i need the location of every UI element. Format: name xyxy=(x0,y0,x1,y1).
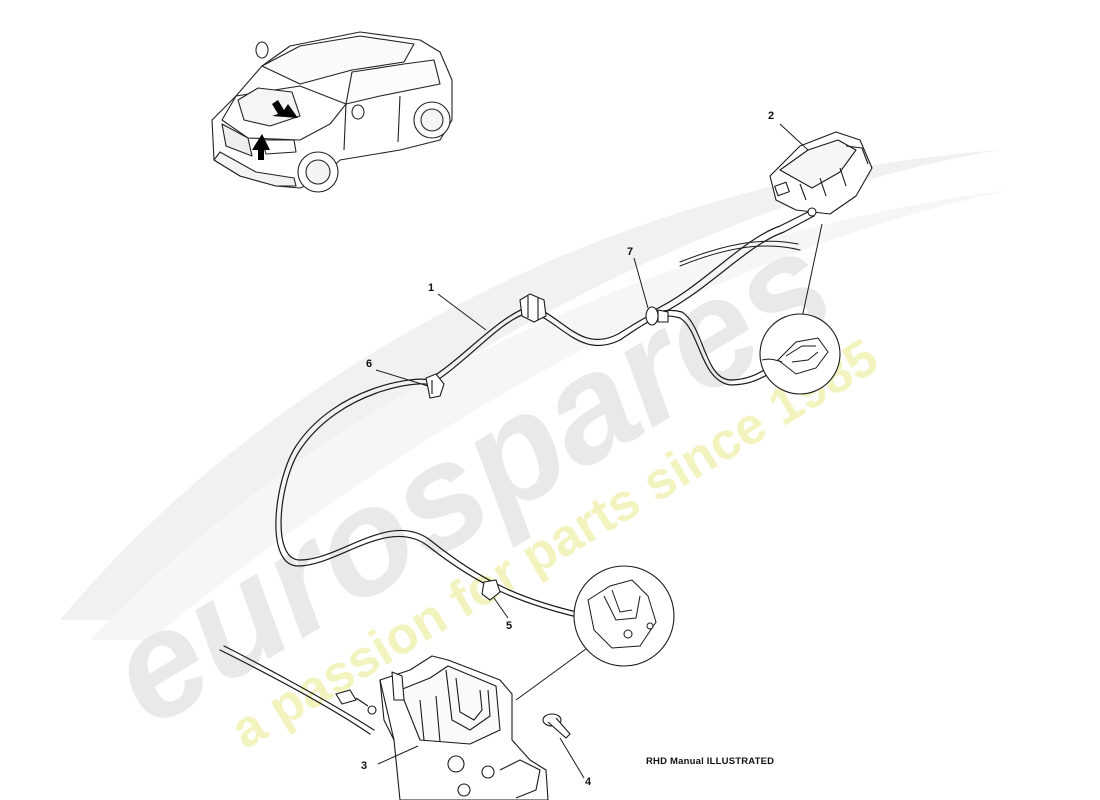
detail-leader-upper xyxy=(801,223,823,319)
diagram-caption: RHD Manual ILLUSTRATED xyxy=(646,756,775,767)
cable-clip-6 xyxy=(425,373,445,399)
callout-4: 4 xyxy=(585,776,592,788)
cable-clip-top xyxy=(519,293,547,323)
callout-3: 3 xyxy=(361,760,368,772)
callout-5: 5 xyxy=(506,620,513,632)
cable-clip-5 xyxy=(481,579,501,601)
detail-circle-lower xyxy=(573,565,675,667)
callout-6: 6 xyxy=(366,358,373,370)
release-handle xyxy=(769,131,873,217)
car-arrow-latch-icon xyxy=(252,134,270,160)
callout-leaders xyxy=(375,123,809,779)
bonnet-latch xyxy=(379,655,549,800)
car-arrow-hood-icon xyxy=(272,100,298,118)
car-illustration xyxy=(211,31,453,193)
detail-circle-upper xyxy=(759,313,841,395)
callout-7: 7 xyxy=(627,246,634,258)
detail-leader-lower xyxy=(515,645,591,701)
latch-bolt xyxy=(542,713,571,739)
cable-grommet-7 xyxy=(645,306,669,326)
callout-1: 1 xyxy=(428,282,435,294)
watermark-swoosh xyxy=(60,150,1010,640)
cable-end-connector xyxy=(335,689,377,715)
callout-2: 2 xyxy=(768,110,775,122)
